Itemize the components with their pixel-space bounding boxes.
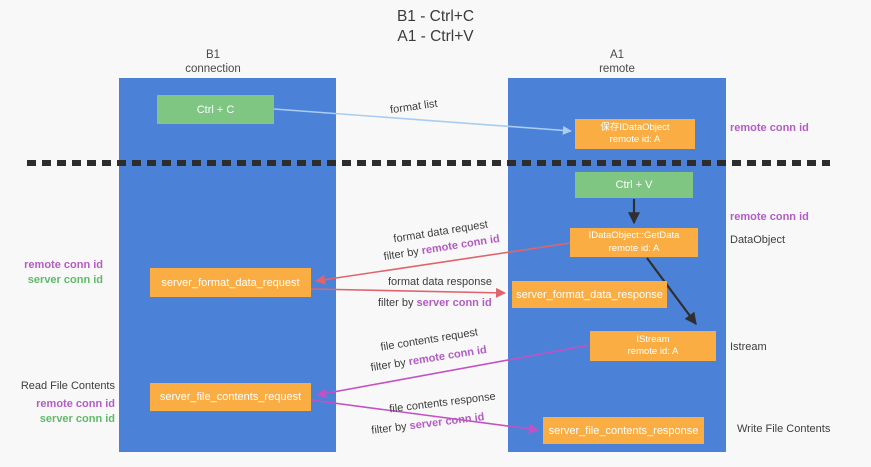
label-read-file-contents: Read File Contents xyxy=(20,380,115,392)
node-ctrl-v-label: Ctrl + V xyxy=(615,179,653,191)
label-dataobject: DataObject xyxy=(730,234,786,246)
label-write-file-contents: Write File Contents xyxy=(737,423,831,435)
lane-b1-title: B1 xyxy=(205,49,221,61)
lane-a1-subtitle: remote xyxy=(599,63,635,75)
label-filter-server-2: filter by server conn id xyxy=(371,411,485,437)
label-server-conn-id-left1: server conn id xyxy=(27,274,103,286)
filter-by-text: filter by xyxy=(369,356,410,375)
node-istream-line2: remote id: A xyxy=(627,346,679,357)
label-group-format-ids: remote conn id server conn id xyxy=(10,258,103,288)
label-format-list: format list xyxy=(389,97,439,117)
node-idataobject-getdata-line1: IDataObject::GetData xyxy=(588,230,680,242)
node-ctrl-c: Ctrl + C xyxy=(157,95,274,124)
filter-by-text: filter by xyxy=(370,420,411,437)
lane-a1-title: A1 xyxy=(609,49,625,61)
lane-header-a1: A1 remote xyxy=(527,48,707,76)
title-line-2: A1 - Ctrl+V xyxy=(397,28,474,45)
filter-by-text: filter by xyxy=(382,245,423,264)
label-remote-conn-id-left1: remote conn id xyxy=(24,259,103,271)
label-group-file-ids: Read File Contents remote conn id server… xyxy=(10,379,115,427)
lane-b1-subtitle: connection xyxy=(185,63,241,75)
filter-by-text: filter by xyxy=(378,297,417,309)
node-ctrl-v: Ctrl + V xyxy=(575,172,693,198)
label-filter-server-1: filter by server conn id xyxy=(378,297,492,309)
node-save-idataobject-line1: 保存IDataObject xyxy=(600,121,670,133)
label-istream: Istream xyxy=(730,341,767,353)
node-server-format-data-response: server_format_data_response xyxy=(512,281,667,308)
server-conn-id-text: server conn id xyxy=(408,411,486,433)
node-server-file-contents-request-label: server_file_contents_request xyxy=(159,391,302,403)
node-istream-line1: IStream xyxy=(636,333,670,345)
node-server-format-data-request-label: server_format_data_request xyxy=(161,276,300,289)
label-remote-conn-id-left2: remote conn id xyxy=(36,398,115,410)
label-remote-conn-id-mid: remote conn id xyxy=(730,211,809,223)
arrow-format-data-response xyxy=(310,287,506,298)
node-istream: IStream remote id: A xyxy=(590,331,716,361)
node-server-format-data-response-label: server_format_data_response xyxy=(516,288,663,301)
node-server-file-contents-response: server_file_contents_response xyxy=(543,417,704,444)
label-remote-conn-id-top: remote conn id xyxy=(730,122,809,134)
node-save-idataobject: 保存IDataObject remote id: A xyxy=(575,119,695,149)
node-ctrl-c-label: Ctrl + C xyxy=(196,103,235,116)
node-server-file-contents-request: server_file_contents_request xyxy=(150,383,311,411)
server-conn-id-text: server conn id xyxy=(416,297,492,309)
lane-header-b1: B1 connection xyxy=(123,48,303,76)
label-format-data-response: format data response xyxy=(388,276,492,288)
label-server-conn-id-left2: server conn id xyxy=(39,413,115,425)
node-server-format-data-request: server_format_data_request xyxy=(150,268,311,297)
node-idataobject-getdata-line2: remote id: A xyxy=(608,242,660,254)
boundary-dashed-line xyxy=(27,160,830,166)
title-line-1: B1 - Ctrl+C xyxy=(396,8,475,25)
node-save-idataobject-line2: remote id: A xyxy=(609,134,661,145)
node-idataobject-getdata: IDataObject::GetData remote id: A xyxy=(570,228,698,257)
diagram-title: B1 - Ctrl+C A1 - Ctrl+V xyxy=(0,7,871,47)
node-server-file-contents-response-label: server_file_contents_response xyxy=(548,424,699,437)
